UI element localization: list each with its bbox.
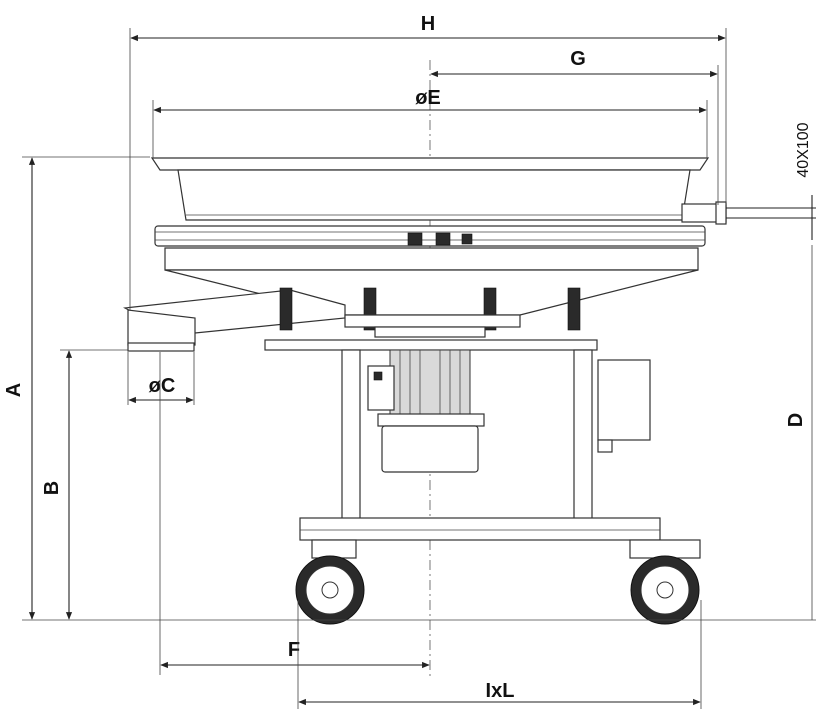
label-IxL: IxL <box>486 680 515 702</box>
label-D: D <box>785 413 807 427</box>
sieve-machine <box>123 157 816 625</box>
label-H: H <box>421 13 435 35</box>
vibration-motor <box>367 349 485 473</box>
label-B: B <box>41 481 63 495</box>
dimension-E: øE <box>152 87 708 158</box>
dimension-B: B <box>41 349 128 620</box>
label-pipe: 40X100 <box>795 122 812 177</box>
label-E: øE <box>415 87 441 109</box>
dimension-F: F <box>159 352 430 675</box>
dimension-C: øC <box>127 352 195 405</box>
label-F: F <box>288 639 300 661</box>
left-caster <box>295 539 365 625</box>
dimension-D: D <box>785 245 813 620</box>
label-C: øC <box>149 375 176 397</box>
dimension-pipe: 40X100 <box>795 122 813 240</box>
label-G: G <box>570 48 586 70</box>
label-A: A <box>3 383 25 397</box>
right-caster <box>629 539 701 625</box>
dimension-IxL: IxL <box>297 600 702 709</box>
dimension-H: H <box>129 13 727 310</box>
dimension-A: A <box>3 156 816 621</box>
dimension-G: G <box>430 48 719 205</box>
